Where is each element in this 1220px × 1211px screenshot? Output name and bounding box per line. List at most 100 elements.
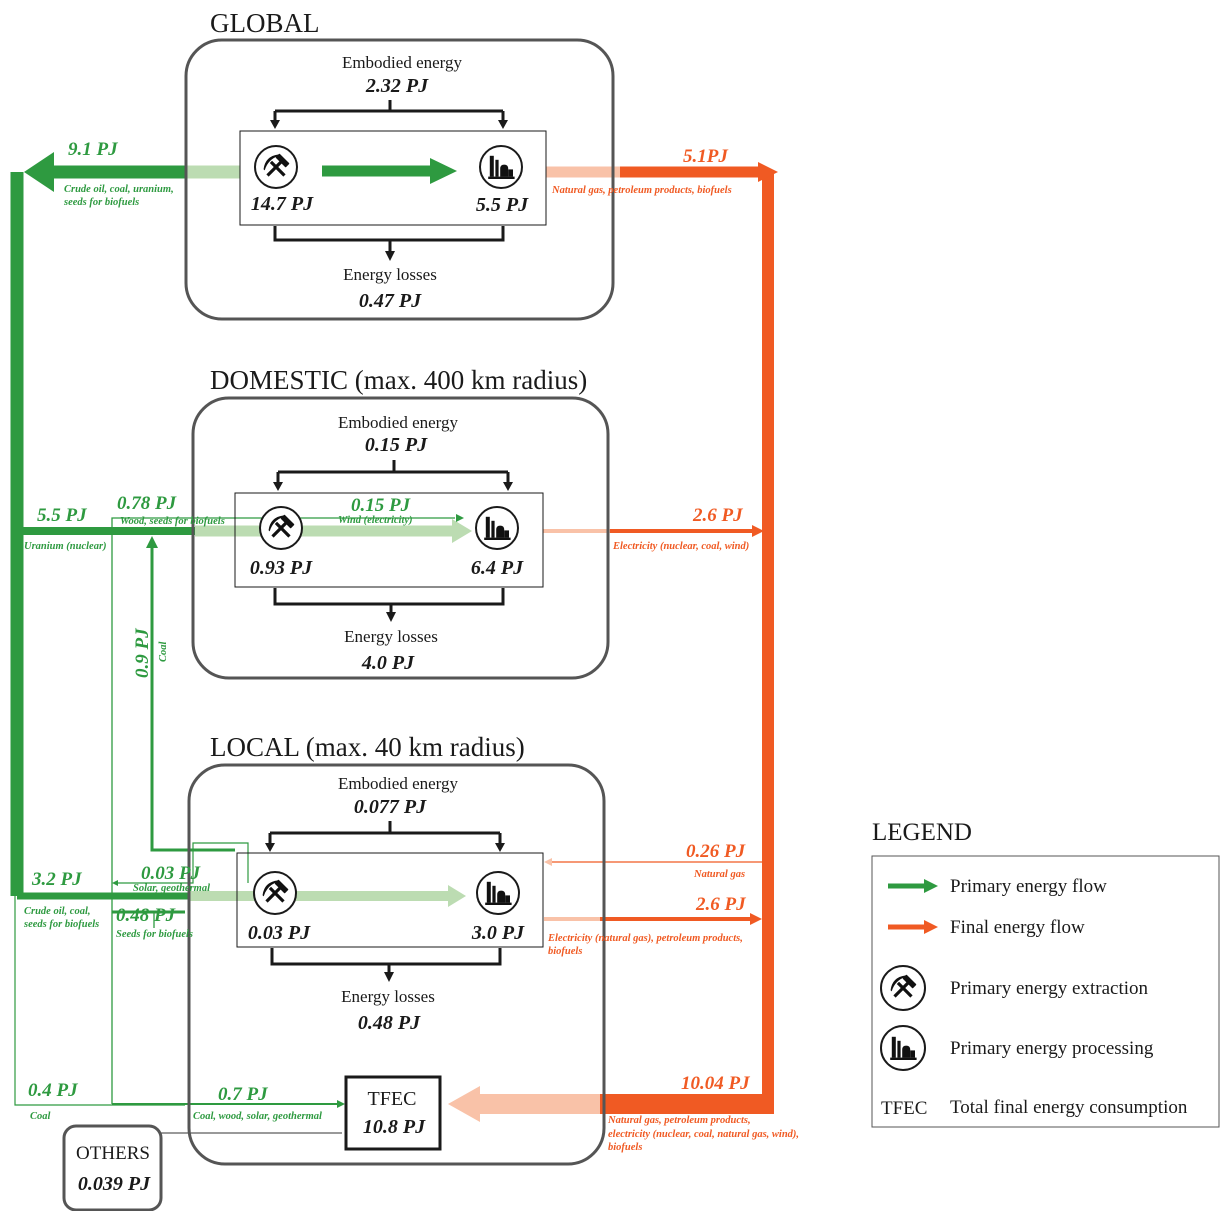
local-crude-desc-1: Crude oil, coal, <box>24 906 91 917</box>
tfec-label: TFEC <box>368 1088 417 1110</box>
local-box <box>187 763 606 1166</box>
legend-box <box>871 855 1220 1128</box>
local-extraction-value: 0.03 PJ <box>248 922 311 944</box>
domestic-uranium-desc: Uranium (nuclear) <box>24 541 107 552</box>
final-flow-domestic-arrowhead <box>752 525 764 537</box>
domestic-embodied-value: 0.15 PJ <box>365 434 428 456</box>
domestic-coal-value: 0.9 PJ <box>132 628 153 678</box>
global-box <box>184 38 615 321</box>
domestic-wood-value: 0.78 PJ <box>117 493 177 514</box>
legend-final-arrowhead <box>924 920 938 934</box>
global-export-value: 5.1PJ <box>683 146 728 167</box>
domestic-losses-arrowhead <box>386 612 396 622</box>
local-final-value: 10.04 PJ <box>681 1073 750 1094</box>
primary-flow-coal-up <box>150 540 235 852</box>
domestic-wood-desc: Wood, seeds for biofuels <box>120 516 225 527</box>
local-mix-value: 0.7 PJ <box>218 1084 268 1105</box>
local-losses-bracket <box>270 948 502 973</box>
local-coal-desc: Coal <box>30 1111 51 1122</box>
global-export-desc: Natural gas, petroleum products, biofuel… <box>551 185 732 196</box>
primary-flow-wind <box>111 517 455 1104</box>
legend-primary-arrowhead <box>924 879 938 893</box>
local-final-desc-1: Natural gas, petroleum products, <box>607 1115 751 1126</box>
local-natgas-value: 0.26 PJ <box>686 841 746 862</box>
primary-flow-coal-arrowhead <box>146 536 158 548</box>
domestic-extraction-value: 0.93 PJ <box>250 557 313 579</box>
local-elec-value: 2.6 PJ <box>695 894 746 915</box>
domestic-losses-bracket <box>273 588 505 613</box>
tfec-value: 10.8 PJ <box>363 1116 426 1138</box>
global-import-value: 9.1 PJ <box>68 139 118 160</box>
global-import-desc-1: Crude oil, coal, uranium, <box>64 184 174 195</box>
primary-flow-domestic-arrowhead <box>452 519 472 543</box>
local-embodied-bracket <box>268 821 502 844</box>
domestic-losses-value: 4.0 PJ <box>361 652 415 674</box>
local-final-desc-2: electricity (nuclear, coal, natural gas,… <box>608 1129 799 1140</box>
global-title: GLOBAL <box>210 8 320 38</box>
final-flow-global-arrowhead <box>758 162 778 182</box>
domestic-electricity-value: 2.6 PJ <box>692 505 743 526</box>
final-flow-tfec-arrowhead <box>448 1086 480 1122</box>
global-losses-value: 0.47 PJ <box>359 290 422 312</box>
global-processing-value: 5.5 PJ <box>476 194 529 216</box>
domestic-uranium-value: 5.5 PJ <box>37 505 87 526</box>
others-value: 0.039 PJ <box>78 1173 151 1195</box>
global-embodied-bracket <box>273 100 505 122</box>
primary-flow-tfec-arrowhead <box>337 1100 345 1108</box>
domestic-title: DOMESTIC (max. 400 km radius) <box>210 365 587 395</box>
domestic-box <box>191 396 610 680</box>
legend-final-flow: Final energy flow <box>950 917 1085 938</box>
primary-flow-wind-arrowhead <box>456 514 464 522</box>
domestic-losses-label: Energy losses <box>344 627 438 646</box>
local-solar-desc: Solar, geothermal <box>133 883 210 894</box>
others-box <box>62 1124 163 1211</box>
final-flow-natgas-arrowhead <box>544 858 552 866</box>
local-losses-label: Energy losses <box>341 987 435 1006</box>
local-elec-desc-2: biofuels <box>548 946 582 957</box>
local-losses-value: 0.48 PJ <box>358 1012 421 1034</box>
global-import-desc-2: seeds for biofuels <box>63 197 139 208</box>
local-crude-desc-2: seeds for biofuels <box>23 919 99 930</box>
legend-tfec-full: Total final energy consumption <box>950 1097 1188 1118</box>
local-coal-value: 0.4 PJ <box>28 1080 78 1101</box>
legend-primary-flow: Primary energy flow <box>950 876 1107 897</box>
local-losses-arrowhead <box>384 972 394 982</box>
primary-flow-local-arrowhead <box>448 885 466 907</box>
global-embodied-label: Embodied energy <box>342 53 463 72</box>
final-flow-local-arrowhead <box>750 913 762 925</box>
local-processing-value: 3.0 PJ <box>471 922 525 944</box>
local-solar-value: 0.03 PJ <box>141 863 201 884</box>
domestic-inner-box <box>234 492 544 588</box>
global-embodied-arrowheads <box>270 120 508 129</box>
local-embodied-label: Embodied energy <box>338 774 459 793</box>
primary-flow-solar-arrowhead <box>112 880 118 886</box>
global-losses-label: Energy losses <box>343 265 437 284</box>
others-label: OTHERS <box>76 1143 150 1164</box>
local-seeds-value: 0.48 PJ <box>116 905 176 926</box>
domestic-wind-value: 0.15 PJ <box>351 495 411 516</box>
domestic-wind-desc: Wind (electricity) <box>338 515 413 526</box>
domestic-embodied-label: Embodied energy <box>338 413 459 432</box>
local-seeds-desc: Seeds for biofuels <box>116 929 193 940</box>
domestic-electricity-desc: Electricity (nuclear, coal, wind) <box>612 541 749 552</box>
primary-flow-arrowhead-left <box>24 152 54 192</box>
local-natgas-desc: Natural gas <box>693 869 745 880</box>
global-losses-bracket <box>273 226 505 252</box>
local-embodied-value: 0.077 PJ <box>354 796 427 818</box>
tfec-box <box>344 1075 442 1151</box>
global-extraction-value: 14.7 PJ <box>251 193 314 215</box>
legend-title: LEGEND <box>872 819 972 846</box>
local-final-desc-3: biofuels <box>608 1142 642 1153</box>
domestic-coal-desc: Coal <box>158 641 169 662</box>
domestic-processing-value: 6.4 PJ <box>471 557 524 579</box>
legend-extraction: Primary energy extraction <box>950 978 1149 999</box>
local-embodied-arrowheads <box>265 843 505 852</box>
legend-tfec-abbr: TFEC <box>881 1098 927 1119</box>
global-embodied-value: 2.32 PJ <box>365 75 429 97</box>
domestic-embodied-bracket <box>276 460 510 483</box>
global-primary-arrowhead <box>430 158 457 184</box>
local-elec-desc-1: Electricity (natural gas), petroleum pro… <box>547 933 743 944</box>
primary-flow-solar <box>118 842 249 884</box>
legend-processing: Primary energy processing <box>950 1038 1154 1059</box>
domestic-embodied-arrowheads <box>273 482 513 491</box>
